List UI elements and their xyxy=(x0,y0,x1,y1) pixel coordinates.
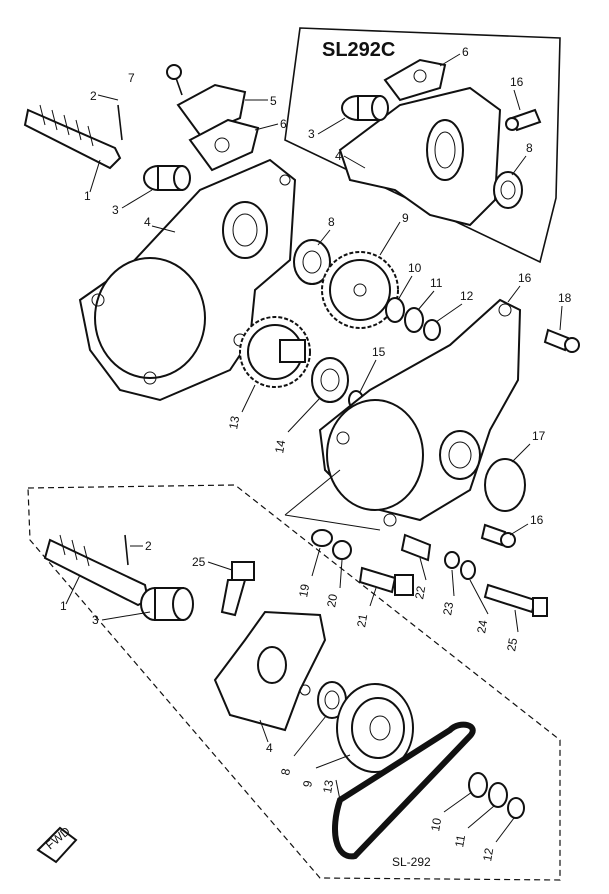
callout: 1 xyxy=(84,189,91,203)
callout: 3 xyxy=(308,127,315,141)
callout: 10 xyxy=(428,817,444,833)
callout: 4 xyxy=(335,149,342,163)
bearing-upper xyxy=(293,239,331,285)
callout: 9 xyxy=(300,779,315,788)
callout: 4 xyxy=(266,741,273,755)
callout: 11 xyxy=(452,833,468,848)
callout: 10 xyxy=(408,261,422,275)
callout: 7 xyxy=(128,71,135,85)
callout: 16 xyxy=(530,513,544,527)
worm-shaft-upper xyxy=(23,104,191,191)
callout: 11 xyxy=(430,276,443,290)
callout: 5 xyxy=(270,94,277,108)
callout: 22 xyxy=(412,585,428,601)
bottom-caption: SL-292 xyxy=(392,855,431,869)
callout: 16 xyxy=(510,75,524,89)
inset-sl292c: SL292C xyxy=(284,27,561,264)
top-cover-and-gasket xyxy=(166,64,260,172)
lower-dashed-box xyxy=(27,484,561,881)
washers-lower xyxy=(468,772,525,819)
bracket-lower xyxy=(213,610,327,732)
callout: 3 xyxy=(112,203,119,217)
callout: 18 xyxy=(558,291,572,305)
callout: 13 xyxy=(226,415,242,431)
worm-shaft-lower xyxy=(43,534,194,621)
callout: 2 xyxy=(145,539,152,553)
callout: 12 xyxy=(460,289,474,303)
callout: 15 xyxy=(372,345,386,359)
callout: 3 xyxy=(92,613,99,627)
bearing-14 xyxy=(311,357,364,410)
callout: 14 xyxy=(272,439,288,455)
callout: 2 xyxy=(90,89,97,103)
gear-small-upper xyxy=(239,316,311,388)
hardware-row xyxy=(311,529,548,617)
callout: 21 xyxy=(354,613,370,629)
callout: 25 xyxy=(192,555,206,569)
callout: 23 xyxy=(440,601,456,617)
callout: 25 xyxy=(504,637,520,653)
callout: 16 xyxy=(518,271,532,285)
callout: 13 xyxy=(320,779,336,795)
callouts: 7 2 5 6 1 3 4 8 9 10 11 12 16 18 15 13 1… xyxy=(60,45,572,862)
callout: 8 xyxy=(328,215,335,229)
callout: 8 xyxy=(278,767,293,776)
assembly-lines xyxy=(284,469,381,531)
washers-upper xyxy=(385,297,441,341)
callout: 24 xyxy=(474,619,490,635)
drive-chain xyxy=(332,721,476,860)
callout: 17 xyxy=(532,429,546,443)
gear-large-upper xyxy=(321,251,399,329)
bolt-25-lower xyxy=(220,561,255,617)
pulley-lower xyxy=(336,683,414,773)
callout: 12 xyxy=(480,847,496,863)
callout: 4 xyxy=(144,215,151,229)
callout: 1 xyxy=(60,599,67,613)
callout: 9 xyxy=(402,211,409,225)
callout: 8 xyxy=(526,141,533,155)
callout: 6 xyxy=(280,117,287,131)
inset-title: SL292C xyxy=(322,39,395,61)
callout: 19 xyxy=(296,583,312,599)
front-arrow-icon: FWD xyxy=(36,824,78,864)
gearcase-cover xyxy=(318,298,580,548)
callout: 20 xyxy=(324,593,340,609)
callout: 6 xyxy=(462,45,469,59)
